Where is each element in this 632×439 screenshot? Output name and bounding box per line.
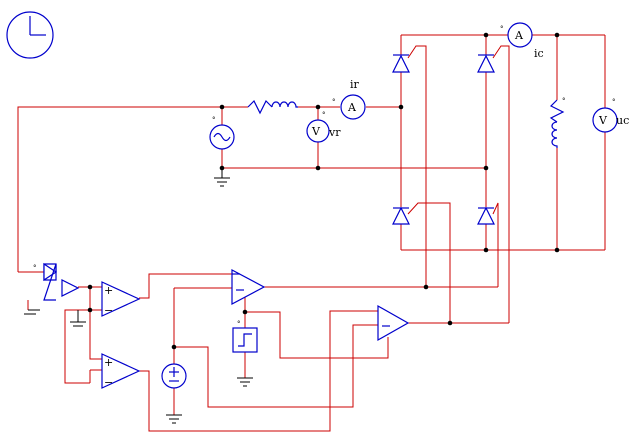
ammeter-icon[interactable]: A ° — [332, 94, 366, 120]
svg-text:+: + — [104, 284, 113, 297]
ammeter-symbol: A — [514, 29, 524, 42]
voltmeter-symbol: V — [598, 114, 608, 127]
svg-text:°: ° — [212, 116, 216, 124]
svg-text:°: ° — [612, 98, 616, 106]
ground-icon — [166, 414, 182, 424]
svg-text:°: ° — [500, 25, 504, 33]
voltmeter-icon[interactable]: V ° — [592, 98, 618, 133]
comparator-icon[interactable] — [231, 269, 266, 305]
ammeter-symbol: A — [347, 101, 357, 114]
ammeter-icon[interactable]: A ° — [500, 22, 533, 48]
voltmeter-icon[interactable]: V ° — [306, 111, 330, 143]
thyristor-icon[interactable] — [392, 54, 410, 73]
svg-text:−: − — [104, 376, 113, 389]
limiter-icon[interactable]: ° — [33, 262, 58, 301]
inductor-icon[interactable]: ° — [549, 97, 566, 148]
ac-source-icon[interactable]: ° — [209, 116, 235, 150]
svg-text:°: ° — [332, 98, 336, 106]
svg-text:°: ° — [562, 97, 566, 105]
dc-source-icon[interactable] — [161, 363, 187, 389]
clock-icon[interactable] — [6, 11, 54, 59]
label-uc: uc — [616, 114, 629, 127]
voltmeter-symbol: V — [311, 125, 321, 138]
op-amp-icon[interactable]: + − — [101, 353, 141, 389]
junctions — [87, 32, 560, 350]
svg-text:°: ° — [237, 320, 241, 328]
wires — [17, 34, 606, 432]
ground-icon — [237, 377, 253, 387]
label-ir: ir — [350, 78, 360, 91]
ground-icon — [214, 168, 230, 187]
label-vr: vr — [328, 126, 341, 139]
thyristor-icon[interactable] — [392, 206, 410, 225]
svg-text:°: ° — [33, 264, 37, 272]
op-amp-icon[interactable]: + − — [101, 281, 141, 317]
thyristor-icon[interactable] — [477, 54, 495, 73]
svg-text:+: + — [104, 356, 113, 369]
label-ic: ic — [534, 47, 544, 60]
comparator-icon[interactable] — [377, 304, 410, 342]
thyristor-icon[interactable] — [477, 206, 495, 225]
gain-icon[interactable] — [61, 279, 80, 297]
ground-icon — [70, 310, 86, 327]
step-source-icon[interactable]: ° — [232, 320, 258, 353]
svg-text:°: ° — [322, 111, 326, 119]
ground-icon — [24, 309, 40, 315]
inductor-icon[interactable] — [247, 99, 298, 115]
svg-text:−: − — [104, 304, 113, 317]
